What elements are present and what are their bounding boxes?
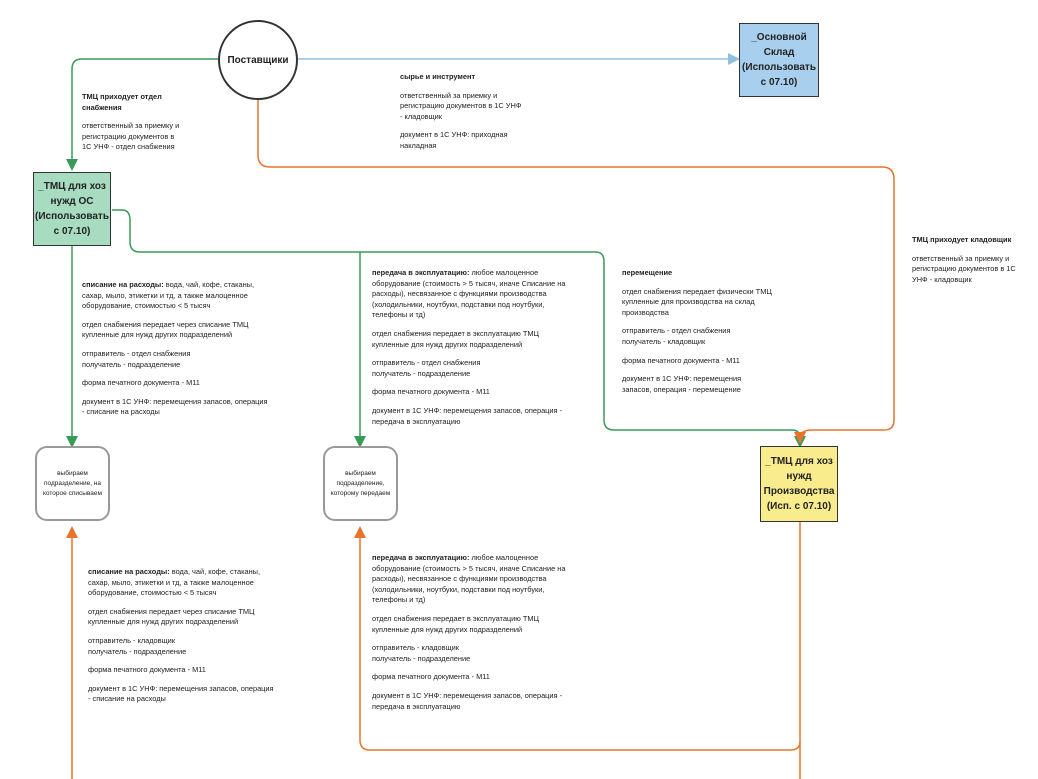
note-text: форма печатного документа - М11 [82,378,200,388]
note-text: любое малоценное оборудование (стоимость… [372,268,566,320]
note-move: перемещение отдел снабжения передает физ… [622,268,772,403]
note-text: любое малоценное оборудование (стоимость… [372,553,566,605]
note-text: отправитель - отдел снабжения получатель… [82,348,191,369]
tmc-production-node[interactable]: _ТМЦ для хоз нужд Производства (Исп. с 0… [760,446,838,522]
note-text: форма печатного документа - М11 [372,387,490,397]
note-text: документ в 1С УНФ: перемещения запасов, … [82,396,268,417]
note-text: форма печатного документа - М11 [88,665,206,675]
note-text: документ в 1С УНФ: приходная накладная [400,130,508,150]
note-title: ТМЦ приходует кладовщик [912,235,1012,244]
note-text: отдел снабжения передает через списание … [82,319,249,340]
note-text: вода, чай, кофе, стаканы, сахар, мыло, э… [88,567,261,598]
note-text: отправитель - отдел снабжения получатель… [372,358,481,378]
note-title: перемещение [622,268,673,277]
note-raw-material: сырье и инструмент ответственный за прие… [400,72,525,160]
note-text: ответственный за приемку и регистрацию д… [912,253,1016,284]
note-text: отправитель - кладовщик получатель - под… [372,643,471,663]
suppliers-node[interactable]: Поставщики [218,20,298,100]
note-text: отдел снабжения передает через списание … [88,606,255,627]
note-title: списание на расходы: [82,280,164,289]
note-transfer-bottom: передача в эксплуатацию: любое малоценно… [372,553,567,720]
note-text: ответственный за приемку и регистрацию д… [82,121,180,152]
note-text: документ в 1С УНФ: перемещения запасов, … [372,405,563,426]
note-text: вода, чай, кофе, стаканы, сахар, мыло, э… [82,280,255,311]
note-text: отдел снабжения передает в эксплуатацию … [372,328,540,349]
note-title: ТМЦ приходует отдел снабжения [82,92,162,112]
note-text: отдел снабжения передает физически ТМЦ к… [622,286,772,317]
tmc-production-label: _ТМЦ для хоз нужд Производства (Исп. с 0… [763,456,835,512]
note-text: документ в 1С УНФ: перемещения запасов, … [88,683,274,704]
note-title: передача в эксплуатацию: [372,553,470,562]
note-text: отдел снабжения передает в эксплуатацию … [372,613,540,634]
edge-production-to-transfer-loop [354,526,801,751]
note-text: форма печатного документа - М11 [372,672,490,682]
note-text: отправитель - кладовщик получатель - под… [88,635,187,656]
choose-transfer-node[interactable]: выбираем подразделение, которому передае… [323,446,398,521]
note-text: форма печатного документа - М11 [622,355,740,365]
choose-writeoff-node[interactable]: выбираем подразделение, на которое списы… [35,446,110,521]
main-warehouse-node[interactable]: _Основной Склад (Использовать с 07.10) [739,23,819,97]
note-text: документ в 1С УНФ: перемещения запасов, … [372,690,563,711]
note-writeoff-top: списание на расходы: вода, чай, кофе, ст… [82,280,272,426]
note-title: списание на расходы: [88,567,170,576]
choose-writeoff-label: выбираем подразделение, на которое списы… [43,469,102,497]
note-storekeeper: ТМЦ приходует кладовщик ответственный за… [912,235,1027,293]
suppliers-label: Поставщики [227,54,289,66]
note-title: передача в эксплуатацию: [372,268,470,277]
main-warehouse-label: _Основной Склад (Использовать с 07.10) [742,32,816,88]
note-supply-dept: ТМЦ приходует отдел снабжения ответствен… [82,92,182,161]
tmc-os-node[interactable]: _ТМЦ для хоз нужд ОС (Использовать с 07.… [33,172,111,246]
note-title: сырье и инструмент [400,72,476,81]
note-text: документ в 1С УНФ: перемещения запасов, … [622,374,742,394]
choose-transfer-label: выбираем подразделение, которому передае… [330,469,391,497]
note-text: отправитель - отдел снабжения получатель… [622,326,731,346]
note-text: ответственный за приемку и регистрацию д… [400,90,522,121]
note-writeoff-bottom: списание на расходы: вода, чай, кофе, ст… [88,567,278,713]
edge-suppliers-to-production [257,98,895,444]
edge-tmc-os-branch [112,209,806,448]
edge-suppliers-to-tmc-os [66,58,220,171]
note-transfer-top: передача в эксплуатацию: любое малоценно… [372,268,567,435]
tmc-os-label: _ТМЦ для хоз нужд ОС (Использовать с 07.… [35,181,109,237]
